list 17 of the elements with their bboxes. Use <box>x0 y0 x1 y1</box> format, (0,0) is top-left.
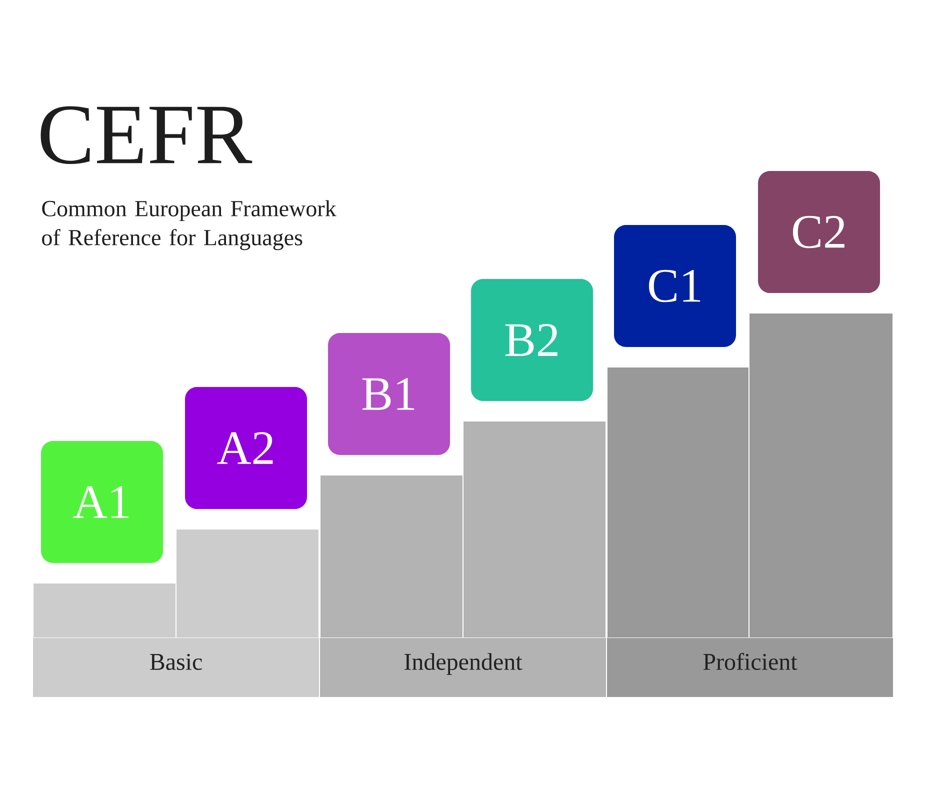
level-box: C2 <box>758 171 880 293</box>
step-bar <box>320 474 464 638</box>
level-band: Proficient <box>607 638 893 697</box>
step-bar <box>462 420 606 638</box>
level-box: A1 <box>41 441 163 563</box>
level-box: A2 <box>185 387 307 509</box>
level-box: C1 <box>614 225 736 347</box>
node-label: Independent <box>404 653 522 675</box>
level-box: B1 <box>328 333 450 455</box>
title: CEFR <box>40 106 252 164</box>
level-box: B2 <box>471 279 593 401</box>
step-bar <box>32 582 176 638</box>
subtitle: Common European Framework of Reference for Languages <box>42 200 336 250</box>
node-label: Basic <box>150 654 202 670</box>
node-label: Proficient <box>703 652 798 670</box>
level-band: Independent <box>320 638 606 697</box>
step-bar <box>176 528 320 638</box>
